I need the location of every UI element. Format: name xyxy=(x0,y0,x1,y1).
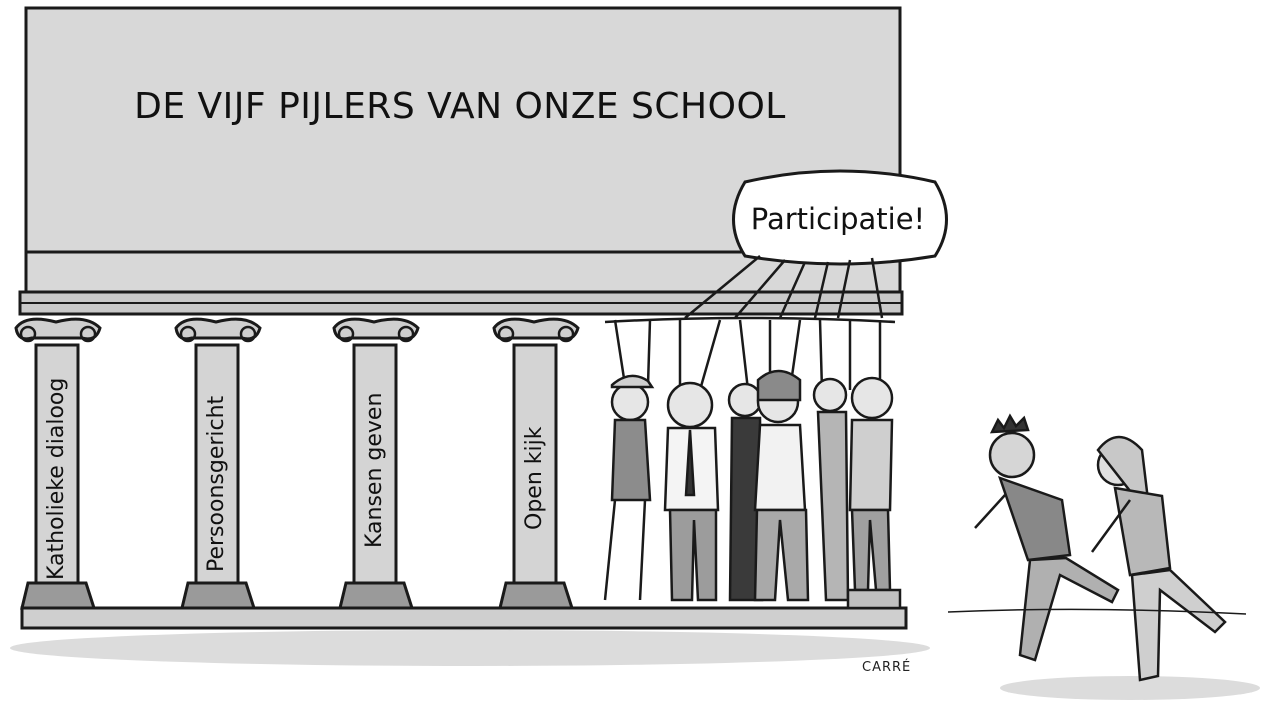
pillar-2 xyxy=(174,317,262,610)
people-group-pillar xyxy=(603,316,902,610)
running-kids xyxy=(947,413,1260,700)
pillar-label-4: Open kijk xyxy=(522,426,547,530)
pillar-label-3: Kansen geven xyxy=(362,392,387,548)
speech-bubble xyxy=(684,169,948,319)
artist-signature: CARRÉ xyxy=(862,660,912,675)
floor-slab xyxy=(20,606,908,630)
page-title: DE VIJF PIJLERS VAN ONZE SCHOOL xyxy=(134,86,786,127)
pillar-1 xyxy=(14,317,102,610)
ground-shadow xyxy=(10,630,930,666)
pillar-3 xyxy=(332,317,420,610)
pillar-label-2: Persoonsgericht xyxy=(204,395,229,572)
pillar-4 xyxy=(492,317,580,610)
pillar-label-1: Katholieke dialoog xyxy=(44,377,69,580)
speech-bubble-text: Participatie! xyxy=(750,202,926,236)
